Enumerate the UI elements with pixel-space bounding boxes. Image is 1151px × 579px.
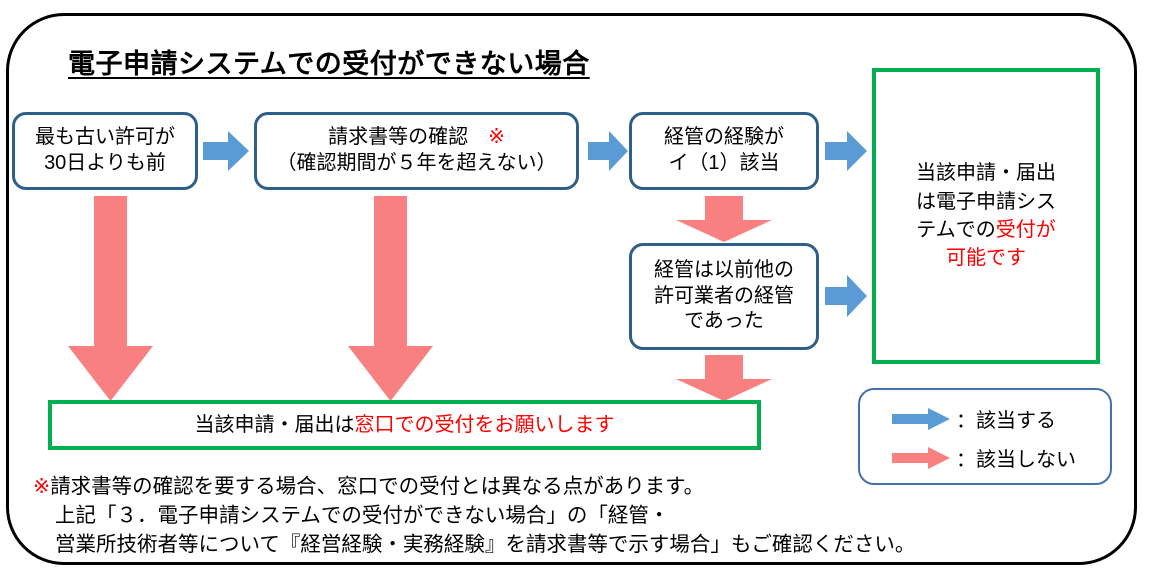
result-line-2: は電子申請シス xyxy=(916,190,1056,213)
outer-rounded-frame xyxy=(6,13,1137,565)
process-box-keikan-previous: 経管は以前他の 許可業者の経管 であった xyxy=(629,243,819,350)
arrow-down-pink-long-1 xyxy=(68,196,153,401)
box-line-1: 最も古い許可が xyxy=(35,126,175,149)
process-box-invoice-check: 請求書等の確認 ※ （確認期間が５年を超えない） xyxy=(254,112,579,190)
arrow-right-blue-4 xyxy=(825,275,867,317)
legend-row-applicable: ：該当する xyxy=(860,399,1110,438)
box-line-3: であった xyxy=(684,310,764,333)
box-line-1: 経管は以前他の xyxy=(654,259,794,282)
kome-mark-icon: ※ xyxy=(488,126,505,149)
legend-label-not-applicable: ：該当しない xyxy=(956,449,1076,471)
arrow-right-blue-1 xyxy=(203,131,249,171)
arrow-down-pink-short-1 xyxy=(676,196,772,242)
footnote-line-1: ※請求書等の確認を要する場合、窓口での受付とは異なる点があります。 xyxy=(33,472,1093,501)
process-box-keikan-experience: 経管の経験が イ（1）該当 xyxy=(629,112,819,190)
result-box-online-accepted: 当該申請・届出 は電子申請シス テムでの受付が 可能です xyxy=(872,68,1100,364)
box-line-1-text: 請求書等の確認 xyxy=(328,126,489,149)
result-counter-red: 窓口での受付をお願いします xyxy=(354,413,615,436)
page-title: 電子申請システムでの受付ができない場合 xyxy=(68,49,590,79)
result-line-4: 可能です xyxy=(946,247,1026,270)
footnote-line-3: 営業所技術者等について『経営経験・実務経験』を請求書等で示す場合」もご確認くださ… xyxy=(55,533,916,557)
footnote: ※請求書等の確認を要する場合、窓口での受付とは異なる点があります。 上記「３．電… xyxy=(33,472,1093,559)
box-line-1: 経管の経験が xyxy=(664,126,784,149)
footnote-line-2: 上記「３．電子申請システムでの受付ができない場合」の「経管・ xyxy=(55,504,670,528)
result-line-1: 当該申請・届出 xyxy=(916,162,1056,185)
result-counter-black: 当該申請・届出は xyxy=(194,413,355,436)
arrow-right-blue-2 xyxy=(588,131,628,171)
box-line-2: 許可業者の経管 xyxy=(654,284,794,307)
legend-row-not-applicable: ：該当しない xyxy=(860,438,1110,477)
box-line-1: 請求書等の確認 ※ xyxy=(277,125,557,151)
result-box-counter-reception: 当該申請・届出は窓口での受付をお願いします xyxy=(48,400,761,450)
arrow-down-pink-short-2 xyxy=(676,355,772,401)
box-line-2: イ（1）該当 xyxy=(668,152,780,174)
result-line-3-red: 受付が xyxy=(995,219,1056,241)
pink-right-arrow-icon xyxy=(892,446,950,469)
legend-box: ：該当する ：該当しない xyxy=(858,388,1112,485)
blue-right-arrow-icon xyxy=(892,407,950,430)
kome-mark-icon: ※ xyxy=(33,475,51,498)
legend-label-applicable: ：該当する xyxy=(956,410,1056,432)
result-line-3-black: テムでの xyxy=(916,219,996,241)
arrow-down-pink-long-2 xyxy=(348,196,433,401)
footnote-line-1-text: 請求書等の確認を要する場合、窓口での受付とは異なる点があります。 xyxy=(50,475,705,498)
arrow-right-blue-3 xyxy=(825,131,867,171)
result-line-3: テムでの受付が xyxy=(916,216,1055,244)
process-box-oldest-permit: 最も古い許可が 30日よりも前 xyxy=(12,112,198,190)
box-line-2: （確認期間が５年を超えない） xyxy=(276,152,557,174)
box-line-2: 30日よりも前 xyxy=(44,152,166,174)
